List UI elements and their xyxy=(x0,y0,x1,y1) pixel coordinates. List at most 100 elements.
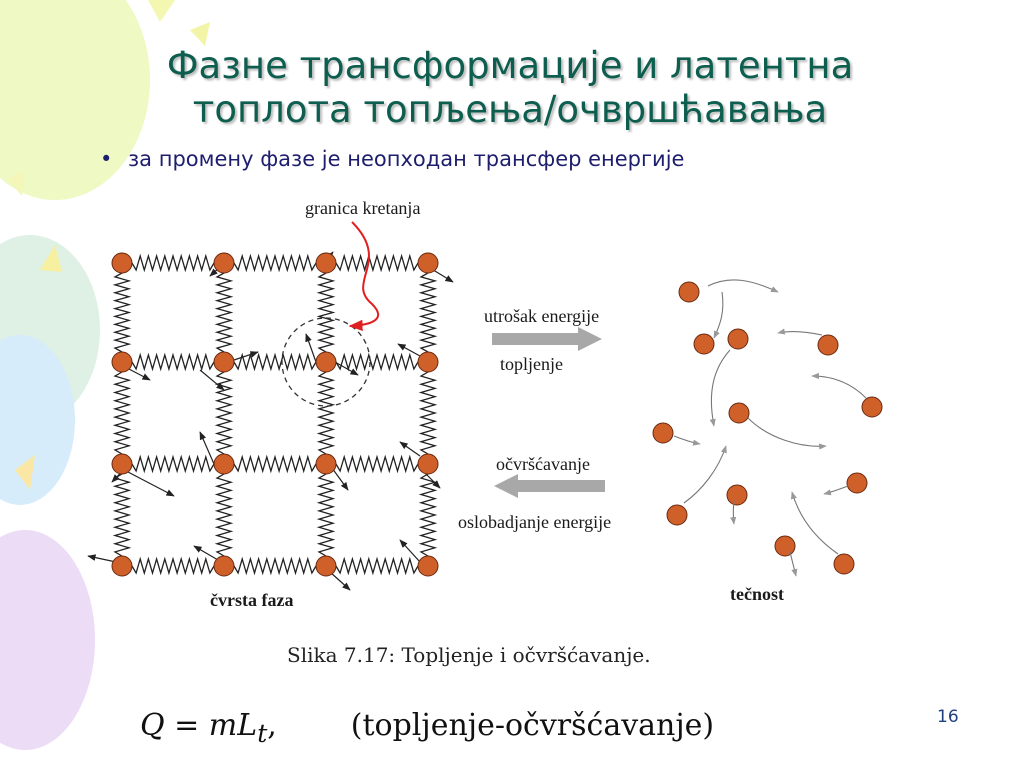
motion-arrow xyxy=(823,485,849,496)
spring xyxy=(131,352,215,372)
motion-arrow xyxy=(730,499,737,525)
title-line-2: топлота топљења/очвршћавања xyxy=(192,88,828,131)
vibration-arrow xyxy=(199,369,225,391)
spring xyxy=(335,253,419,273)
solid-atom xyxy=(417,453,439,475)
energy-release-label: oslobadjanje energije xyxy=(458,512,612,532)
solid-atom xyxy=(417,252,439,274)
solidifying-label: očvršćavanje xyxy=(496,454,590,474)
spring xyxy=(316,473,336,557)
vibration-arrow xyxy=(305,333,317,363)
solid-atom xyxy=(213,555,235,577)
boundary-label: granica kretanja xyxy=(305,198,421,218)
confetti xyxy=(148,0,175,22)
spring xyxy=(214,272,234,353)
bullet-dot: • xyxy=(100,147,113,171)
solid-atom xyxy=(315,453,337,475)
spring xyxy=(418,272,438,353)
confetti xyxy=(15,455,35,490)
liquid-particle xyxy=(861,396,883,418)
balloon-purple xyxy=(0,530,95,750)
solid-atom xyxy=(111,453,133,475)
confetti xyxy=(190,22,210,46)
motion-arrow xyxy=(777,328,823,336)
vibration-arrow xyxy=(127,471,175,497)
motion-arrow xyxy=(707,279,779,293)
liquid-particle xyxy=(726,484,748,506)
spring xyxy=(335,556,419,576)
vibration-arrow xyxy=(233,351,259,361)
solid-atom xyxy=(417,555,439,577)
title-line-1: Фазне трансформације и латентна xyxy=(166,44,854,87)
solid-atom xyxy=(111,252,133,274)
slide-title: Фазне трансформације и латентна топлота … xyxy=(130,44,890,132)
spring xyxy=(233,454,317,474)
vibration-arrow xyxy=(397,343,421,357)
solid-atom xyxy=(417,351,439,373)
liquid-motion-arrows xyxy=(673,279,867,577)
spring xyxy=(233,556,317,576)
spring xyxy=(214,473,234,557)
solid-atom xyxy=(111,555,133,577)
solid-atoms xyxy=(111,252,439,577)
liquid-particle xyxy=(846,472,868,494)
solid-atom xyxy=(213,351,235,373)
liquid-particles xyxy=(652,281,883,575)
formula-note: (topljenje-očvršćavanje) xyxy=(350,708,715,743)
liquid-particle xyxy=(652,422,674,444)
spring xyxy=(112,272,132,353)
solidifying-arrow xyxy=(494,474,605,498)
formula-subscript: t xyxy=(257,719,268,748)
solid-atom xyxy=(213,453,235,475)
liquid-particle xyxy=(774,535,796,557)
confetti xyxy=(8,170,24,196)
motion-arrow xyxy=(713,291,724,339)
lattice-springs xyxy=(112,253,438,576)
boundary-red-arrow xyxy=(348,221,380,331)
spring xyxy=(233,253,317,273)
liquid-label: tečnost xyxy=(730,584,784,604)
liquid-particle xyxy=(727,328,749,350)
solid-phase-label: čvrsta faza xyxy=(210,590,294,610)
vibration-arrow xyxy=(193,545,219,561)
motion-arrow xyxy=(709,349,731,427)
liquid-particle xyxy=(678,281,700,303)
formula-main: Q = mL xyxy=(140,708,258,743)
spring xyxy=(316,371,336,455)
solid-atom xyxy=(213,252,235,274)
bullet-text: за промену фазе је неопходан трансфер ен… xyxy=(128,147,685,171)
spring xyxy=(131,556,215,576)
vibration-arrow xyxy=(126,367,151,381)
solid-atom xyxy=(315,351,337,373)
thermal-vibration-arrows xyxy=(87,251,454,591)
spring xyxy=(335,352,419,372)
boundary-circle xyxy=(281,317,371,407)
spring xyxy=(112,371,132,455)
page-number: 16 xyxy=(937,707,959,727)
balloon-blue xyxy=(0,335,75,505)
spring xyxy=(233,352,317,372)
vibration-arrow xyxy=(87,554,117,563)
spring xyxy=(418,371,438,455)
vibration-arrow xyxy=(331,467,349,491)
balloon-green-top xyxy=(0,0,150,200)
latent-heat-formula: Q = mLt,(topljenje-očvršćavanje) xyxy=(140,708,715,748)
liquid-particle xyxy=(728,402,750,424)
motion-arrow xyxy=(673,435,701,446)
solid-atom xyxy=(315,252,337,274)
figure-caption: Slika 7.17: Topljenje i očvršćavanje. xyxy=(287,643,651,667)
motion-arrow xyxy=(811,372,867,399)
vibration-arrow xyxy=(399,441,421,457)
confetti xyxy=(40,245,62,272)
vibration-arrow xyxy=(199,431,215,465)
liquid-particle xyxy=(817,334,839,356)
vibration-arrow xyxy=(329,571,351,591)
spring xyxy=(418,473,438,557)
motion-arrow xyxy=(789,551,798,577)
vibration-arrow xyxy=(399,539,421,563)
melting-label: topljenje xyxy=(500,354,563,374)
liquid-particle xyxy=(693,333,715,355)
melting-arrow xyxy=(492,327,602,351)
